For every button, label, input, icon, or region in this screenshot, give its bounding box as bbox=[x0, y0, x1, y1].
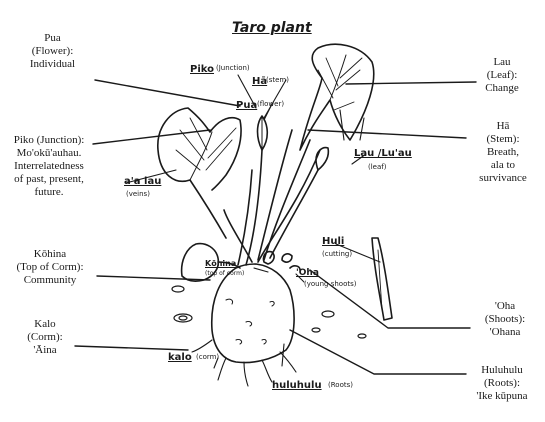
flower bbox=[256, 115, 269, 151]
hand-piko: Piko bbox=[190, 64, 215, 75]
left-leaf bbox=[157, 107, 242, 239]
label-oha: 'Oha (Shoots): 'Ohana bbox=[484, 300, 526, 338]
right-leaf bbox=[299, 43, 375, 151]
internal-arrows bbox=[125, 74, 381, 369]
hand-pua: Pua bbox=[236, 100, 258, 111]
hand-laulu: Lau /Lu'au bbox=[354, 148, 412, 159]
stems bbox=[223, 129, 321, 266]
hand-kohina: Kōhina bbox=[205, 259, 237, 268]
hand-pua-note: (flower) bbox=[257, 100, 285, 108]
label-lau: Lau (Leaf): Change bbox=[485, 56, 519, 94]
hand-piko-note: (Junction) bbox=[216, 64, 250, 72]
hand-oha: 'Oha bbox=[296, 268, 319, 278]
hand-kalo-note: (corm) bbox=[196, 353, 220, 361]
diagram-title: Taro plant bbox=[232, 20, 312, 36]
label-ha: Hā (Stem): Breath, ala to survivance bbox=[479, 120, 527, 184]
hand-huli: Huli bbox=[322, 236, 345, 247]
hand-huluhulu-note: (Roots) bbox=[328, 381, 353, 389]
hand-laulu-note: (leaf) bbox=[368, 163, 387, 171]
hand-kalo: kalo bbox=[168, 352, 192, 363]
corm bbox=[210, 263, 295, 364]
roots bbox=[191, 339, 297, 387]
label-kalo: Kalo (Corm): 'Āina bbox=[27, 318, 63, 356]
hand-huluhulu: huluhulu bbox=[272, 380, 322, 391]
kohina-top bbox=[180, 242, 241, 282]
label-pua: Pua (Flower): Individual bbox=[29, 32, 76, 70]
hand-aalau: a'a lau bbox=[124, 176, 162, 187]
hand-oha-note: (young shoots) bbox=[304, 280, 357, 288]
cutting bbox=[371, 237, 393, 321]
hand-ha: Hā bbox=[252, 76, 268, 87]
hand-kohina-note: (top of corm) bbox=[205, 270, 245, 277]
ground-marks bbox=[171, 285, 367, 339]
small-shoot-leaf bbox=[315, 146, 330, 171]
label-piko: Piko (Junction): Mo'okū'auhau. Interrela… bbox=[13, 134, 85, 198]
pointer-lines bbox=[74, 79, 477, 375]
label-kohina: Kōhina (Top of Corm): Community bbox=[16, 248, 84, 286]
hand-huli-note: (cutting) bbox=[322, 250, 353, 258]
hand-aalau-note: (veins) bbox=[126, 190, 150, 198]
young-shoots bbox=[262, 250, 301, 271]
label-huluhulu: Huluhulu (Roots): 'Ike kūpuna bbox=[476, 364, 528, 402]
hand-ha-note: (stem) bbox=[266, 76, 289, 84]
